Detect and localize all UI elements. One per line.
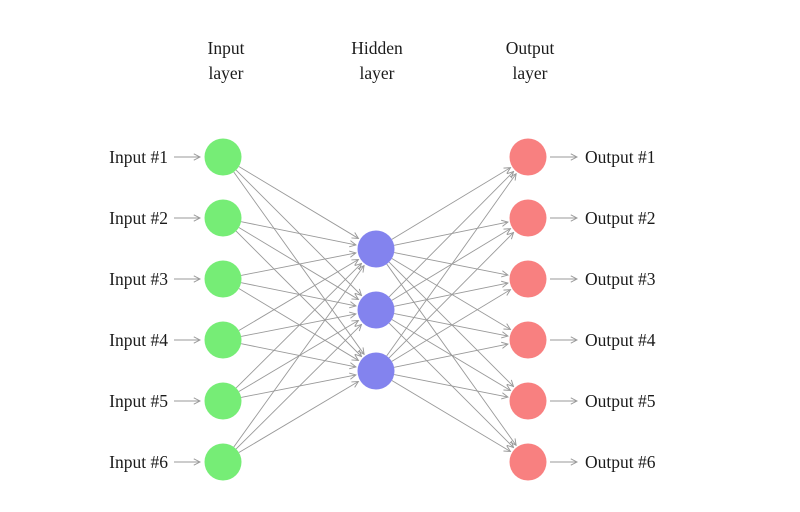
- edge-hidden2-output1: [388, 172, 514, 298]
- layer-header-output-line1: Output: [506, 38, 555, 58]
- edge-hidden3-output4: [394, 344, 508, 368]
- edges-layer: [233, 166, 516, 453]
- edge-input5-hidden3: [241, 375, 356, 398]
- edge-input3-hidden2: [241, 282, 356, 306]
- edge-input6-hidden2: [235, 324, 361, 450]
- edge-hidden2-output3: [394, 283, 508, 307]
- input-label-4: Input #4: [109, 330, 168, 350]
- edge-input3-hidden3: [238, 288, 359, 361]
- edge-input6-hidden3: [238, 381, 358, 453]
- hidden-node-1: [357, 230, 395, 268]
- edge-hidden1-output4: [391, 258, 511, 330]
- output-node-6: [509, 443, 547, 481]
- output-label-6: Output #6: [585, 452, 656, 472]
- edge-hidden3-output2: [388, 233, 514, 359]
- output-node-2: [509, 199, 547, 237]
- layer-header-input-line2: layer: [209, 63, 244, 83]
- edge-input2-hidden2: [238, 227, 359, 300]
- edge-hidden2-output5: [391, 319, 511, 391]
- edge-input4-hidden2: [241, 314, 356, 337]
- edge-input2-hidden3: [235, 230, 361, 356]
- edge-input5-hidden1: [235, 263, 361, 389]
- input-label-6: Input #6: [109, 452, 168, 472]
- input-node-4: [204, 321, 242, 359]
- edge-hidden2-output6: [388, 322, 513, 447]
- input-node-2: [204, 199, 242, 237]
- layer-header-hidden-line2: layer: [360, 63, 395, 83]
- output-node-1: [509, 138, 547, 176]
- edge-hidden3-output3: [391, 290, 511, 362]
- input-node-3: [204, 260, 242, 298]
- edge-hidden3-output5: [394, 374, 508, 397]
- input-label-3: Input #3: [109, 269, 168, 289]
- input-node-1: [204, 138, 242, 176]
- hidden-node-3: [357, 352, 395, 390]
- edge-input1-hidden1: [238, 166, 359, 239]
- output-label-3: Output #3: [585, 269, 656, 289]
- edge-input4-hidden1: [238, 259, 358, 331]
- output-node-3: [509, 260, 547, 298]
- layer-header-output-line2: layer: [513, 63, 548, 83]
- edge-input1-hidden2: [235, 169, 361, 295]
- output-node-5: [509, 382, 547, 420]
- edge-input4-hidden3: [241, 343, 356, 367]
- edge-hidden3-output1: [386, 174, 516, 357]
- output-node-4: [509, 321, 547, 359]
- layer-header-input-line1: Input: [208, 38, 245, 58]
- input-label-2: Input #2: [109, 208, 168, 228]
- output-label-5: Output #5: [585, 391, 656, 411]
- edge-hidden2-output4: [394, 313, 508, 336]
- edge-input2-hidden1: [241, 221, 356, 245]
- edge-hidden1-output1: [391, 168, 511, 240]
- edge-input6-hidden1: [233, 266, 364, 448]
- input-node-6: [204, 443, 242, 481]
- layer-header-hidden-line1: Hidden: [351, 38, 403, 58]
- hidden-node-2: [357, 291, 395, 329]
- input-node-5: [204, 382, 242, 420]
- input-label-5: Input #5: [109, 391, 168, 411]
- edge-hidden3-output6: [391, 380, 511, 452]
- output-label-2: Output #2: [585, 208, 656, 228]
- output-label-1: Output #1: [585, 147, 656, 167]
- input-label-1: Input #1: [109, 147, 168, 167]
- label-arrows-layer: [174, 157, 577, 462]
- edge-hidden1-output5: [388, 261, 513, 386]
- edge-hidden1-output3: [394, 252, 508, 275]
- edge-input3-hidden1: [241, 253, 356, 276]
- edge-hidden1-output2: [394, 222, 508, 246]
- nodes-layer: [204, 138, 547, 481]
- output-label-4: Output #4: [585, 330, 656, 350]
